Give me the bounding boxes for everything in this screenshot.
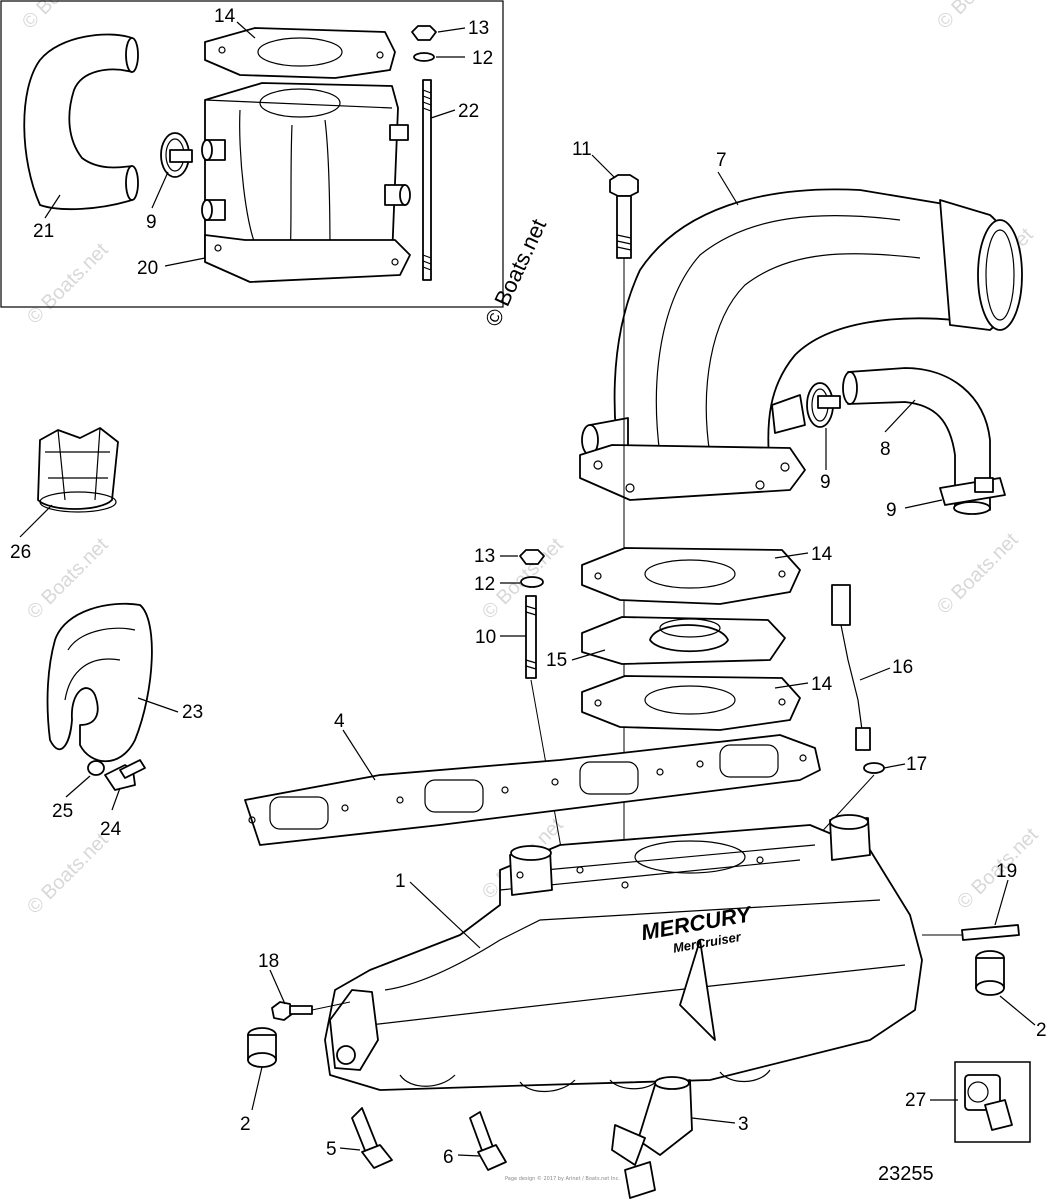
part-9-clamp-upper[interactable] <box>806 382 841 428</box>
callout-9[interactable]: 9 <box>886 500 897 521</box>
part-24-screw[interactable] <box>104 759 146 791</box>
part-21-end <box>125 165 139 201</box>
callout-20[interactable]: 20 <box>137 258 158 279</box>
callout-7[interactable]: 7 <box>716 150 727 171</box>
watermark: © Boats.net <box>23 239 113 329</box>
part-12-washer-inset[interactable] <box>413 52 435 62</box>
callouts: 14 13 12 22 21 9 20 11 7 8 9 9 26 13 12 … <box>10 6 1047 1168</box>
callout-14[interactable]: 14 <box>214 6 236 27</box>
callout-14[interactable]: 14 <box>811 674 833 695</box>
part-6-bolt[interactable] <box>469 1111 507 1171</box>
callout-13[interactable]: 13 <box>468 18 489 39</box>
footer-fine-print: Page design © 2017 by Arinet / Boats.net… <box>505 1175 620 1182</box>
callout-17[interactable]: 17 <box>906 754 927 775</box>
part-4-manifold-gasket[interactable] <box>244 734 821 846</box>
figure-number: 23255 <box>878 1163 934 1185</box>
callout-9[interactable]: 9 <box>146 212 157 233</box>
callout-3[interactable]: 3 <box>738 1114 749 1135</box>
callout-2[interactable]: 2 <box>240 1114 251 1135</box>
callout-12[interactable]: 12 <box>474 574 495 595</box>
part-14-gasket-inset[interactable] <box>204 27 396 79</box>
leader-lines <box>19 21 1036 1157</box>
part-27-elbow-fitting[interactable] <box>964 1074 1013 1131</box>
part-23-gasket-plate[interactable] <box>46 602 153 763</box>
part-9-clamp-lower[interactable] <box>939 477 1006 506</box>
part-13-nut[interactable] <box>519 549 545 565</box>
callout-18[interactable]: 18 <box>258 951 279 972</box>
part-15-spacer[interactable] <box>581 616 786 665</box>
callout-6[interactable]: 6 <box>443 1147 454 1168</box>
copyright-label: © Boats.net <box>480 215 551 330</box>
part-18-screw[interactable] <box>271 1001 313 1021</box>
callout-19[interactable]: 19 <box>996 861 1017 882</box>
callout-11[interactable]: 11 <box>572 139 592 160</box>
watermark: © Boats.net <box>18 0 108 34</box>
part-27-frame <box>954 1061 1031 1143</box>
watermark: © Boats.net <box>933 529 1023 619</box>
callout-22[interactable]: 22 <box>458 101 479 122</box>
callout-25[interactable]: 25 <box>52 801 73 822</box>
part-16-temperature-sender[interactable] <box>831 584 871 751</box>
callout-12[interactable]: 12 <box>472 48 493 69</box>
part-3-fitting[interactable] <box>611 1076 693 1199</box>
part-21-hose[interactable] <box>23 33 133 211</box>
callout-23[interactable]: 23 <box>182 702 203 723</box>
callout-4[interactable]: 4 <box>334 711 345 732</box>
part-2-plug-left[interactable] <box>247 1027 277 1068</box>
part-2-plug-right[interactable] <box>975 950 1005 996</box>
part-13-nut-inset[interactable] <box>411 25 437 41</box>
callout-14[interactable]: 14 <box>811 544 833 565</box>
part-9-clamp-inset[interactable] <box>160 132 193 178</box>
callout-5[interactable]: 5 <box>326 1139 337 1160</box>
alignment-line <box>311 1001 351 1011</box>
callout-9[interactable]: 9 <box>820 472 831 493</box>
part-21-end <box>125 37 139 73</box>
part-22-stud[interactable] <box>422 79 432 281</box>
callout-15[interactable]: 15 <box>546 650 567 671</box>
part-26-flame-arrestor-cap[interactable] <box>37 427 119 513</box>
watermark: © Boats.net <box>23 829 113 919</box>
callout-16[interactable]: 16 <box>892 657 913 678</box>
watermark: © Boats.net <box>933 0 1023 34</box>
callout-21[interactable]: 21 <box>33 221 54 242</box>
part-20-exhaust-block[interactable] <box>201 82 411 283</box>
part-11-bolt[interactable] <box>609 174 639 259</box>
callout-27[interactable]: 27 <box>905 1090 926 1111</box>
part-25-lock-washer[interactable] <box>87 760 105 776</box>
part-5-bolt[interactable] <box>351 1107 393 1169</box>
part-19-stud[interactable] <box>961 924 1020 941</box>
callout-1[interactable]: 1 <box>395 871 406 892</box>
callout-13[interactable]: 13 <box>474 546 495 567</box>
part-17-o-ring[interactable] <box>863 762 885 774</box>
part-10-stud[interactable] <box>525 595 537 679</box>
callout-24[interactable]: 24 <box>100 819 122 840</box>
callout-26[interactable]: 26 <box>10 542 31 563</box>
part-14-gasket-upper[interactable] <box>581 547 801 605</box>
callout-2[interactable]: 2 <box>1036 1020 1047 1041</box>
part-12-washer[interactable] <box>520 576 544 588</box>
inset-frame <box>0 0 504 308</box>
callout-8[interactable]: 8 <box>880 439 891 460</box>
part-1-exhaust-manifold[interactable] <box>324 814 923 1093</box>
part-14-gasket-lower[interactable] <box>581 675 801 731</box>
callout-10[interactable]: 10 <box>475 627 496 648</box>
part-7-exhaust-elbow[interactable] <box>579 188 1023 501</box>
